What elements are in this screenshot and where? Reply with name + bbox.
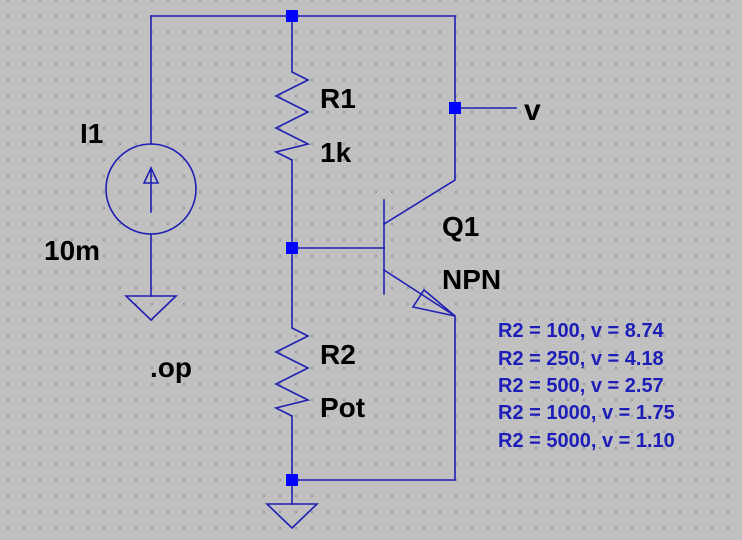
r2-name-label: R2 <box>320 339 356 370</box>
wire-r1 <box>273 15 311 249</box>
junction-node <box>286 474 298 486</box>
result-line: R2 = 100, v = 8.74 <box>498 320 665 342</box>
result-line: R2 = 1000, v = 1.75 <box>498 402 675 424</box>
q1-name-label: Q1 <box>442 211 479 242</box>
junction-node <box>286 242 298 254</box>
resistor-r2[interactable] <box>273 247 311 481</box>
emitter-arrow-icon <box>411 288 456 317</box>
result-line: R2 = 5000, v = 1.10 <box>498 430 675 452</box>
spice-directive-op[interactable]: .op <box>150 352 192 383</box>
i1-value-label: 10m <box>44 235 100 266</box>
q1-value-label: NPN <box>442 264 501 295</box>
result-line: R2 = 500, v = 2.57 <box>498 375 664 397</box>
result-line: R2 = 250, v = 4.18 <box>498 348 664 370</box>
r1-name-label: R1 <box>320 83 356 114</box>
r1-value-label: 1k <box>320 137 352 168</box>
junction-node <box>449 102 461 114</box>
wire-r2 <box>273 247 311 481</box>
current-source-i1[interactable] <box>105 15 197 322</box>
current-arrow-icon <box>142 166 160 213</box>
transistor-q1[interactable] <box>382 15 456 481</box>
ground-icon <box>124 295 178 322</box>
r2-value-label: Pot <box>320 392 365 423</box>
resistor-r1[interactable] <box>273 15 311 249</box>
transistor-collector <box>382 15 456 226</box>
net-label-v: v <box>524 94 541 127</box>
results-comment: R2 = 100, v = 8.74 R2 = 250, v = 4.18 R2… <box>498 320 675 452</box>
ground-icon <box>265 503 319 530</box>
i1-name-label: I1 <box>80 118 103 149</box>
junction-node <box>286 10 298 22</box>
transistor-emitter <box>382 268 456 481</box>
